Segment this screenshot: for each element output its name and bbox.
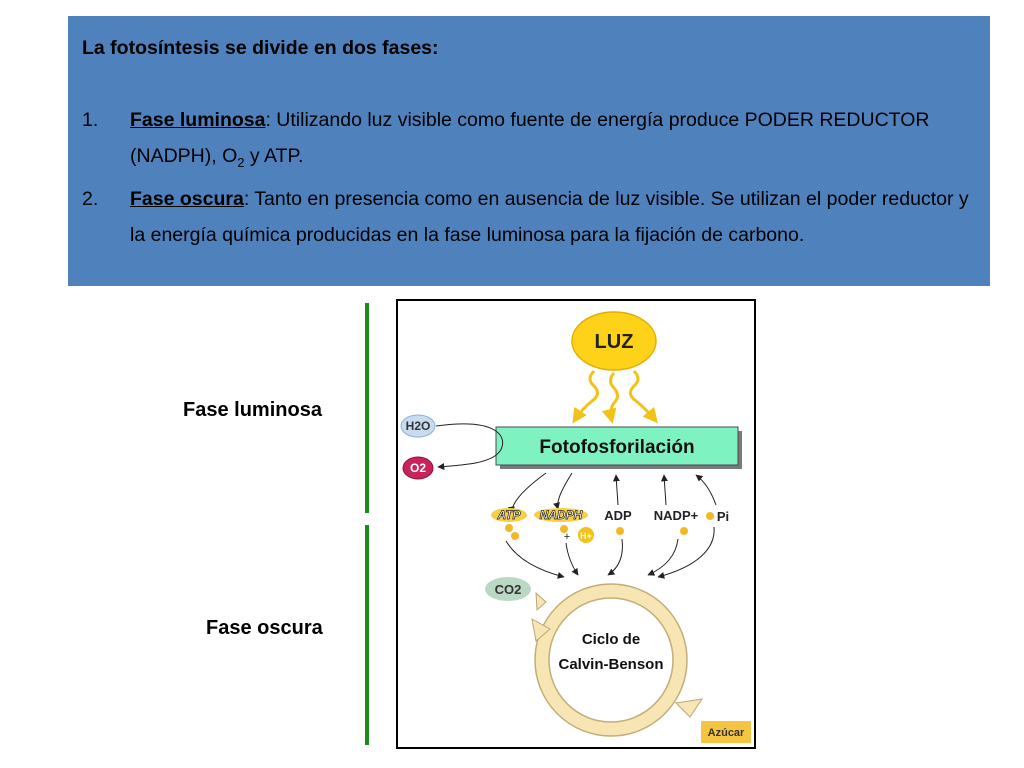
light-rays — [572, 369, 658, 424]
adp-molecule: ADP — [604, 508, 632, 535]
intro-title: La fotosíntesis se divide en dos fases: — [82, 37, 439, 59]
dark-reaction-arrows — [505, 526, 715, 579]
light-phase-bar — [365, 303, 369, 513]
nadph-molecule: NADPH + H+ — [534, 508, 594, 543]
light-source: LUZ — [571, 311, 657, 371]
light-phase-text-end: y ATP. — [244, 145, 304, 167]
sugar-output: Azúcar — [701, 721, 751, 743]
water-to-oxygen-arrow — [435, 423, 504, 471]
intro-text-panel: La fotosíntesis se divide en dos fases: … — [68, 16, 990, 286]
photophosphorylation-label: Fotofosforilación — [539, 437, 694, 458]
label-light-phase: Fase luminosa — [183, 399, 322, 421]
pi-label: Pi — [717, 509, 729, 524]
term-light-phase: Fase luminosa — [130, 109, 266, 131]
co2-input: CO2 — [485, 577, 531, 601]
phosphate-molecule: Pi — [706, 509, 729, 524]
atp-label: ATP — [496, 508, 521, 522]
o2-label: O2 — [410, 461, 426, 475]
co2-label: CO2 — [495, 582, 522, 597]
water-input: H2O — [400, 414, 436, 438]
calvin-cycle: Ciclo de Calvin-Benson — [531, 583, 704, 737]
hplus-label: H+ — [580, 531, 592, 541]
adp-label: ADP — [604, 508, 632, 523]
photophosphorylation-box: Fotofosforilación — [495, 426, 742, 469]
plus-sign: + — [564, 531, 570, 543]
sun-icon — [571, 311, 657, 371]
term-dark-phase: Fase oscura — [130, 187, 244, 210]
cycle-arrow-icon — [674, 698, 704, 718]
o2-subscript: 2 — [237, 154, 245, 170]
label-dark-phase: Fase oscura — [206, 617, 323, 639]
sugar-label: Azúcar — [708, 727, 745, 739]
nadp-label: NADP+ — [654, 508, 699, 523]
nadph-label: NADPH — [540, 508, 583, 522]
light-phase-text: : Utilizando luz visible como fuente de … — [130, 109, 930, 167]
co2-entry-arrow-icon — [535, 591, 547, 612]
atp-molecule: ATP — [491, 508, 527, 540]
list-item-dark-phase: 2. Fase oscura: Tanto en presencia como … — [82, 181, 976, 253]
cycle-label-line1: Ciclo de — [582, 631, 640, 648]
list-number: 1. — [82, 109, 99, 131]
cycle-label-line2: Calvin-Benson — [558, 656, 663, 673]
h2o-label: H2O — [406, 419, 431, 433]
list-number: 2. — [82, 187, 99, 210]
light-ray-icon — [629, 369, 658, 424]
light-ray-icon — [601, 372, 619, 424]
light-ray-icon — [572, 369, 599, 424]
sun-label: LUZ — [595, 331, 634, 353]
nadp-molecule: NADP+ — [654, 508, 699, 535]
photosynthesis-diagram: LUZ Fotofosforilación H2O O2 ATP NADPH + — [396, 299, 756, 749]
oxygen-output: O2 — [402, 456, 434, 480]
dark-phase-text: : Tanto en presencia como en ausencia de… — [130, 187, 969, 246]
cycle-arrow-icon — [531, 618, 551, 642]
list-item-light-phase: 1. Fase luminosa: Utilizando luz visible… — [82, 102, 976, 181]
dark-phase-bar — [365, 525, 369, 745]
